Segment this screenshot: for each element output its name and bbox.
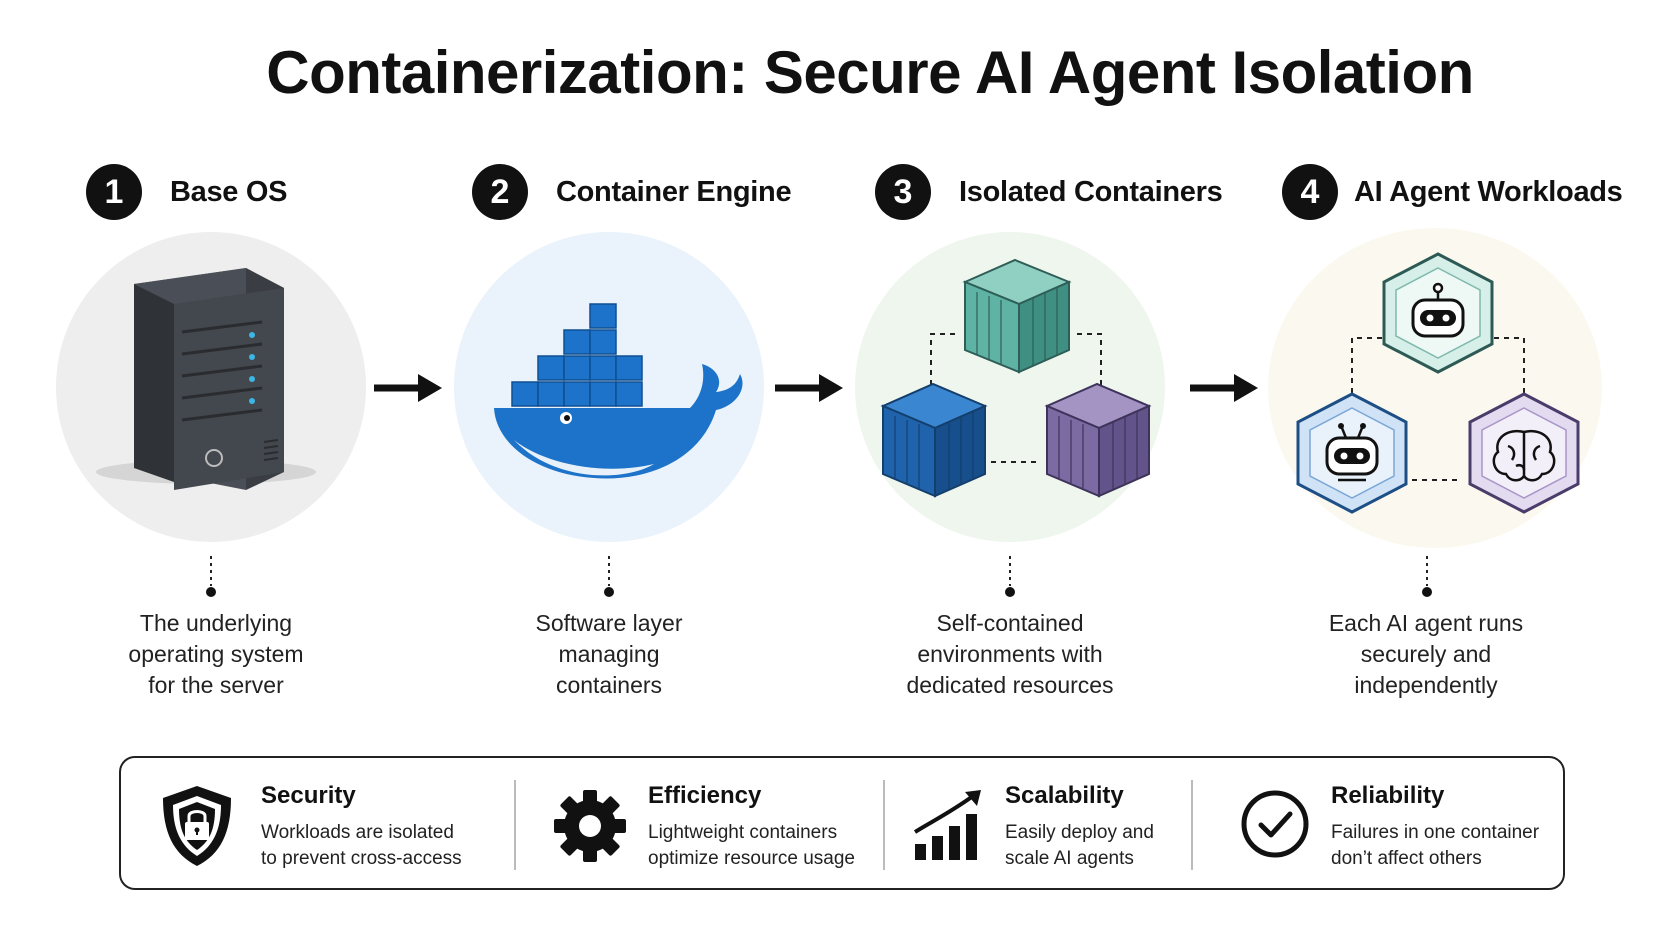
step-number-badge: 1 <box>86 164 142 220</box>
benefits-panel: Security Workloads are isolated to preve… <box>119 756 1565 890</box>
desc-line: securely and <box>1360 641 1492 667</box>
desc-line: independently <box>1354 672 1498 698</box>
stage-title: AI Agent Workloads <box>1354 175 1623 208</box>
stage-header: 4 AI Agent Workloads <box>1282 164 1623 220</box>
stage-container-engine: 2 Container Engine <box>454 150 854 710</box>
illustration-circle <box>855 232 1165 542</box>
check-circle-icon <box>1241 790 1309 858</box>
robot-icon <box>1325 423 1379 482</box>
divider <box>883 780 885 870</box>
stage-description: Software layer managing containers <box>449 608 769 701</box>
gear-icon <box>554 790 626 862</box>
stage-header: 3 Isolated Containers <box>875 164 1223 220</box>
step-number-badge: 4 <box>1282 164 1338 220</box>
shield-lock-icon <box>163 786 231 866</box>
stage-title: Base OS <box>170 175 288 208</box>
divider <box>514 780 516 870</box>
benefit-text-line: Failures in one container <box>1331 822 1540 843</box>
benefit-text-line: Lightweight containers <box>648 822 838 843</box>
benefit-title: Security <box>261 782 356 809</box>
benefit-text: Lightweight containers optimize resource… <box>648 820 855 872</box>
stage-header: 1 Base OS <box>86 164 287 220</box>
container-cubes-icon <box>880 258 1152 498</box>
growth-chart-icon <box>913 790 981 860</box>
benefit-reliability: Reliability Failures in one container do… <box>1239 758 1539 888</box>
step-number-badge: 3 <box>875 164 931 220</box>
benefit-title: Efficiency <box>648 782 762 809</box>
benefit-security: Security Workloads are isolated to preve… <box>159 758 489 888</box>
connector-dots <box>1422 556 1432 597</box>
stage-ai-agent-workloads: 4 AI Agent Workloads <box>1268 150 1670 710</box>
stage-title: Isolated Containers <box>959 175 1223 208</box>
stage-description: Self-contained environments with dedicat… <box>850 608 1170 701</box>
server-icon <box>96 268 316 490</box>
connector-dots <box>206 556 216 597</box>
divider <box>1191 780 1193 870</box>
desc-line: environments with <box>917 641 1103 667</box>
stage-description: The underlying operating system for the … <box>56 608 376 701</box>
benefit-text-line: don’t affect others <box>1331 848 1482 869</box>
connector-dots <box>604 556 614 597</box>
connector-dots <box>1005 556 1015 597</box>
desc-line: dedicated resources <box>906 672 1114 698</box>
benefit-efficiency: Efficiency Lightweight containers optimi… <box>552 758 882 888</box>
benefit-scalability: Scalability Easily deploy and scale AI a… <box>911 758 1201 888</box>
benefit-text: Failures in one container don’t affect o… <box>1331 820 1539 872</box>
desc-line: Each AI agent runs <box>1328 610 1524 636</box>
benefit-text-line: optimize resource usage <box>648 848 855 869</box>
desc-line: Self-contained <box>936 610 1084 636</box>
benefit-text-line: Easily deploy and <box>1005 822 1154 843</box>
desc-line: containers <box>555 672 663 698</box>
page-title: Containerization: Secure AI Agent Isolat… <box>266 39 1474 106</box>
desc-line: for the server <box>148 672 284 698</box>
stage-header: 2 Container Engine <box>472 164 792 220</box>
benefit-text-line: Workloads are isolated <box>261 822 454 843</box>
desc-line: The underlying <box>139 610 293 636</box>
ai-agent-hexagons-icon <box>1296 252 1580 514</box>
benefit-text-line: to prevent cross-access <box>261 848 462 869</box>
benefit-text: Workloads are isolated to prevent cross-… <box>261 820 462 872</box>
arrow-right-icon <box>1190 374 1258 402</box>
brain-icon <box>1492 429 1556 482</box>
illustration-circle <box>56 232 366 542</box>
whale-container-engine-icon <box>494 303 743 479</box>
benefit-text-line: scale AI agents <box>1005 848 1134 869</box>
benefit-title: Reliability <box>1331 782 1445 809</box>
desc-line: Software layer <box>535 610 683 636</box>
benefit-title: Scalability <box>1005 782 1124 809</box>
stage-base-os: 1 Base OS <box>56 150 456 710</box>
benefit-text: Easily deploy and scale AI agents <box>1005 820 1154 872</box>
step-number-badge: 2 <box>472 164 528 220</box>
illustration-circle <box>1268 228 1602 548</box>
desc-line: operating system <box>128 641 304 667</box>
arrow-right-icon <box>374 374 442 402</box>
illustration-circle <box>454 232 764 542</box>
stage-isolated-containers: 3 Isolated Containers <box>855 150 1255 710</box>
arrow-right-icon <box>775 374 843 402</box>
desc-line: managing <box>558 641 660 667</box>
stage-description: Each AI agent runs securely and independ… <box>1266 608 1586 701</box>
stage-title: Container Engine <box>556 175 792 208</box>
robot-icon <box>1411 282 1465 338</box>
